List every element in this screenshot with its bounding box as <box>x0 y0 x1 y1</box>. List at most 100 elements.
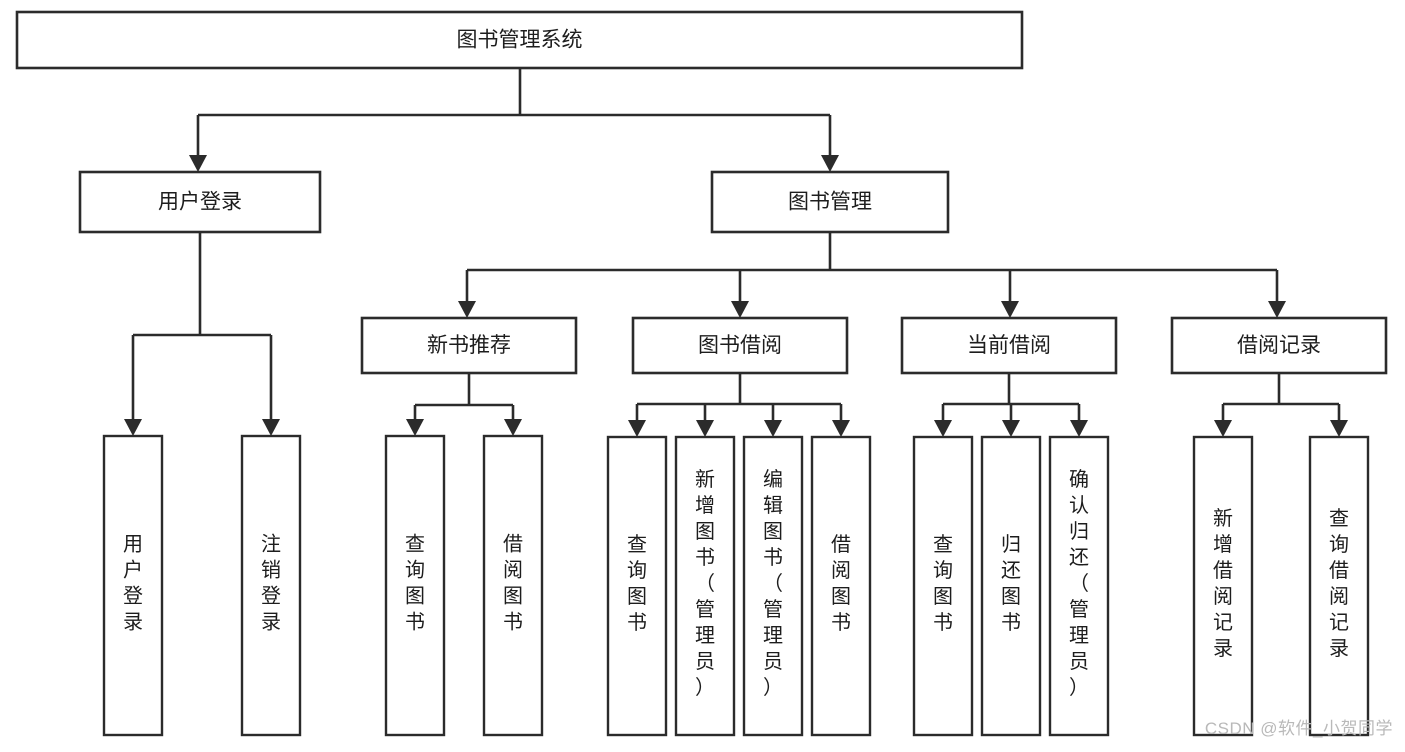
node-box[interactable] <box>15 10 1024 70</box>
node-label-char: 图 <box>695 521 715 543</box>
node-box[interactable] <box>102 434 164 737</box>
node-box[interactable] <box>1308 435 1370 737</box>
node-label: 借阅记录 <box>1237 334 1321 357</box>
node-box[interactable] <box>674 435 736 737</box>
node-label-char: 确 <box>1069 468 1089 491</box>
node-label-char: 用 <box>123 534 143 556</box>
node-label-char: 图 <box>831 586 851 608</box>
node-label: 用户登录 <box>158 191 242 214</box>
node-branch[interactable]: 借阅记录 <box>1170 316 1388 375</box>
node-branch[interactable]: 新书推荐 <box>360 316 578 375</box>
group-3-arrow-0-head <box>1214 420 1232 437</box>
node-label-char: 图 <box>763 521 783 543</box>
node-box[interactable] <box>980 435 1042 737</box>
node-branch[interactable]: 图书管理 <box>710 170 950 234</box>
node-label-char: 阅 <box>831 559 851 582</box>
node-label-char: 归 <box>1069 520 1089 543</box>
nodes-layer: 图书管理系统用户登录用户登录注销登录图书管理新书推荐查询图书借阅图书图书借阅查询… <box>15 10 1388 737</box>
node-leaf[interactable]: 用户登录 <box>102 434 164 737</box>
node-box[interactable] <box>1048 435 1110 737</box>
node-box[interactable] <box>1170 316 1388 375</box>
node-box[interactable] <box>810 435 872 737</box>
group-2-arrow-2-head <box>1070 420 1088 437</box>
group-1-arrow-3-head <box>832 420 850 437</box>
node-label-char: 认 <box>1069 494 1089 517</box>
level2-arrow-0-head <box>189 155 207 172</box>
node-branch[interactable]: 当前借阅 <box>900 316 1118 375</box>
node-label-char: 录 <box>1329 638 1349 660</box>
node-label-char: （ <box>695 572 715 595</box>
node-box[interactable] <box>606 435 668 737</box>
node-box[interactable] <box>360 316 578 375</box>
node-label-char: 查 <box>627 533 647 556</box>
user-arrow-1-head <box>262 419 280 436</box>
node-label-char: 还 <box>1069 546 1089 569</box>
node-label-char: 管 <box>1069 598 1089 621</box>
node-box[interactable] <box>900 316 1118 375</box>
node-box[interactable] <box>742 435 804 737</box>
node-box[interactable] <box>384 434 446 737</box>
node-label-char: 借 <box>1213 559 1233 582</box>
node-box[interactable] <box>912 435 974 737</box>
node-label-char: 询 <box>1329 533 1349 556</box>
node-box[interactable] <box>710 170 950 234</box>
node-label-char: 员 <box>763 651 783 673</box>
node-label-char: ） <box>1069 676 1089 699</box>
node-label-char: 增 <box>695 494 715 517</box>
node-label-char: 书 <box>627 611 647 634</box>
node-box[interactable] <box>482 434 544 737</box>
node-box[interactable] <box>78 170 322 234</box>
node-label-char: 理 <box>695 625 715 647</box>
node-label-char: 编 <box>763 468 783 491</box>
node-label-char: 书 <box>405 611 425 634</box>
level3-arrow-0-head <box>458 301 476 318</box>
node-branch[interactable]: 图书管理系统 <box>15 10 1024 70</box>
node-label: 新书推荐 <box>427 334 511 357</box>
node-branch[interactable]: 用户登录 <box>78 170 322 234</box>
node-label-char: 图 <box>627 586 647 608</box>
node-label-char: 增 <box>1213 533 1233 556</box>
node-box[interactable] <box>631 316 849 375</box>
level3-arrow-3-head <box>1268 301 1286 318</box>
user-arrow-0-head <box>124 419 142 436</box>
node-label-char: 辑 <box>763 494 783 517</box>
node-label-char: 录 <box>1213 638 1233 660</box>
node-box[interactable] <box>240 434 302 737</box>
node-label-char: ） <box>763 676 783 699</box>
node-label-char: 理 <box>763 625 783 647</box>
node-label-char: 销 <box>261 559 281 582</box>
node-label-char: （ <box>763 572 783 595</box>
group-1-arrow-2-head <box>764 420 782 437</box>
node-label-char: 新 <box>695 468 715 491</box>
node-label-char: 书 <box>763 546 783 569</box>
node-label-char: 登 <box>261 585 281 608</box>
node-branch[interactable]: 图书借阅 <box>631 316 849 375</box>
node-label-char: 询 <box>405 559 425 582</box>
node-label-char: 查 <box>933 533 953 556</box>
node-label-char: 书 <box>933 611 953 634</box>
node-label: 图书借阅 <box>698 334 782 357</box>
node-label-char: 书 <box>503 611 523 634</box>
node-box[interactable] <box>1192 435 1254 737</box>
node-label-char: 登 <box>123 585 143 608</box>
node-label-char: 记 <box>1213 611 1233 634</box>
